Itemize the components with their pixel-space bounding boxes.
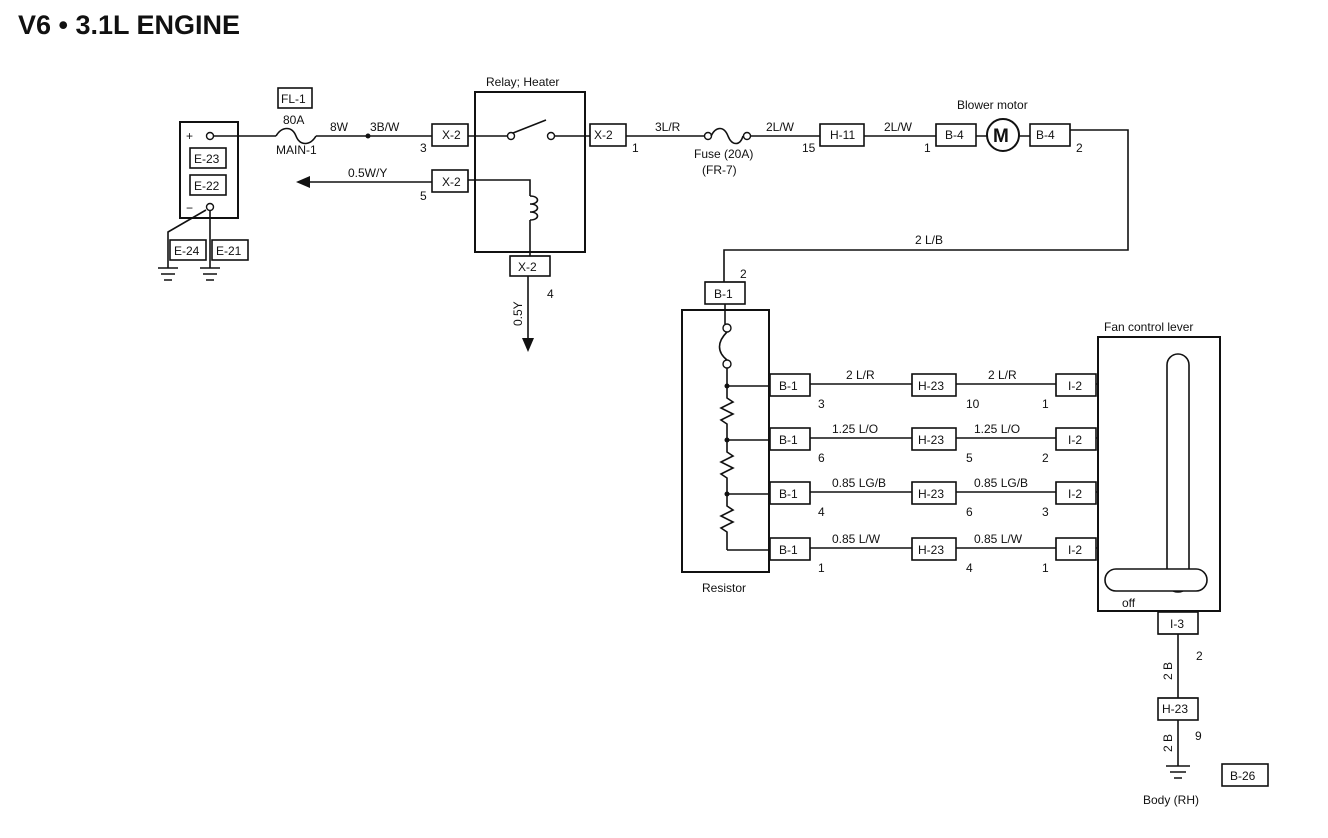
fuse-blower-circuit: 3L/R Fuse (20A) (FR-7) 2L/W H-11 15 2L/W… <box>626 98 1129 282</box>
battery-minus-label: − <box>186 201 193 215</box>
wire-8w: 8W <box>330 120 349 134</box>
resistor-top-pin: 2 <box>740 267 747 281</box>
i2-connector-label: I-2 <box>1068 433 1082 447</box>
wire-label-a: 0.85 LG/B <box>832 476 886 490</box>
wire-2b-b: 2 B <box>1161 734 1175 752</box>
b1-pin: 6 <box>818 451 825 465</box>
fuse-code: (FR-7) <box>702 163 737 177</box>
wire-3lr: 3L/R <box>655 120 681 134</box>
relay-title: Relay; Heater <box>486 75 559 89</box>
i2-connector-label: I-2 <box>1068 543 1082 557</box>
wire-label-a: 0.85 L/W <box>832 532 881 546</box>
fusible-link-rating: 80A <box>283 113 304 127</box>
b1-connector-label: B-1 <box>779 487 798 501</box>
i2-connector-label: I-2 <box>1068 487 1082 501</box>
fusible-link-code: FL-1 <box>281 92 306 106</box>
b1-pin: 1 <box>818 561 825 575</box>
resistor-connector: B-1 <box>714 287 733 301</box>
h23-pin: 10 <box>966 397 980 411</box>
b1-connector-label: B-1 <box>779 433 798 447</box>
battery-label-e23: E-23 <box>194 152 220 166</box>
relay-pin-1: 1 <box>632 141 639 155</box>
wire-05wy: 0.5W/Y <box>348 166 387 180</box>
wire-label-a: 1.25 L/O <box>832 422 878 436</box>
blower-connector-out: B-4 <box>1036 128 1055 142</box>
resistor-unit: B-1 2 Resistor <box>681 267 770 595</box>
i2-connector-label: I-2 <box>1068 379 1082 393</box>
fan-lever-title: Fan control lever <box>1104 320 1193 334</box>
h23-connector-label: H-23 <box>918 543 944 557</box>
relay-pin-4: 4 <box>547 287 554 301</box>
wire-label-b: 2 L/R <box>988 368 1017 382</box>
relay-pin-5: 5 <box>420 189 427 203</box>
fan-lever-pin: 2 <box>1196 649 1203 663</box>
fan-lever-off: off <box>1122 596 1136 610</box>
relay-connector-right: X-2 <box>594 128 613 142</box>
battery-label-e22: E-22 <box>194 179 220 193</box>
fan-lever-connector: I-3 <box>1170 617 1184 631</box>
h23-connector-label: H-23 <box>918 379 944 393</box>
page-title: V6 • 3.1L ENGINE <box>18 10 240 40</box>
wire-2lb: 2 L/B <box>915 233 943 247</box>
battery: + E-23 E-22 − <box>167 121 239 268</box>
b1-pin: 3 <box>818 397 825 411</box>
wire-label-b: 0.85 L/W <box>974 532 1023 546</box>
wire-2b-a: 2 B <box>1161 662 1175 680</box>
wire-label-b: 0.85 LG/B <box>974 476 1028 490</box>
relay-connector-bottom: X-2 <box>518 260 537 274</box>
ground-label-e24: E-24 <box>174 244 200 258</box>
ground-label: Body (RH) <box>1143 793 1199 807</box>
h23-connector-label: H-23 <box>918 433 944 447</box>
wire-3bw: 3B/W <box>370 120 400 134</box>
ground-label-e21: E-21 <box>216 244 242 258</box>
blower-pin-2: 2 <box>1076 141 1083 155</box>
resistor-label: Resistor <box>702 581 746 595</box>
wire-05y: 0.5Y <box>511 301 525 326</box>
h23-pin: 5 <box>966 451 973 465</box>
body-ground: 2 B H-23 9 2 B Body (RH) B-26 <box>1143 634 1269 807</box>
fusible-link-name: MAIN-1 <box>276 143 317 157</box>
i2-pin: 1 <box>1042 397 1049 411</box>
i2-pin: 2 <box>1042 451 1049 465</box>
h23-connector-label: H-23 <box>918 487 944 501</box>
relay-pin-3: 3 <box>420 141 427 155</box>
relay-heater: Relay; Heater X-2 3 X-2 5 X-2 1 X-2 4 0.… <box>296 75 639 352</box>
i2-pin: 3 <box>1042 505 1049 519</box>
motor-symbol: M <box>993 126 1009 147</box>
fuse-name: Fuse (20A) <box>694 147 753 161</box>
blower-pin-1: 1 <box>924 141 931 155</box>
h23-pin: 4 <box>966 561 973 575</box>
blower-title: Blower motor <box>957 98 1028 112</box>
ground-connector: H-23 <box>1162 702 1188 716</box>
b1-connector-label: B-1 <box>779 379 798 393</box>
i2-pin: 1 <box>1042 561 1049 575</box>
h11-pin: 15 <box>802 141 816 155</box>
h23-pin: 6 <box>966 505 973 519</box>
wire-label-a: 2 L/R <box>846 368 875 382</box>
relay-connector-left-top: X-2 <box>442 128 461 142</box>
battery-plus-label: + <box>186 129 193 143</box>
ground-pin: 9 <box>1195 729 1202 743</box>
fan-control-lever: Fan control lever off I-3 2 <box>1097 320 1221 663</box>
battery-grounds: E-24 E-21 <box>158 239 249 281</box>
wire-2lw-b: 2L/W <box>884 120 913 134</box>
ground-ref: B-26 <box>1230 769 1256 783</box>
wire-2lw-a: 2L/W <box>766 120 795 134</box>
wire-label-b: 1.25 L/O <box>974 422 1020 436</box>
b1-pin: 4 <box>818 505 825 519</box>
h11-label: H-11 <box>830 128 855 142</box>
b1-connector-label: B-1 <box>779 543 798 557</box>
relay-connector-left-bottom: X-2 <box>442 175 461 189</box>
fusible-link: FL-1 80A MAIN-1 8W 3B/W <box>214 87 432 157</box>
blower-connector-in: B-4 <box>945 128 964 142</box>
